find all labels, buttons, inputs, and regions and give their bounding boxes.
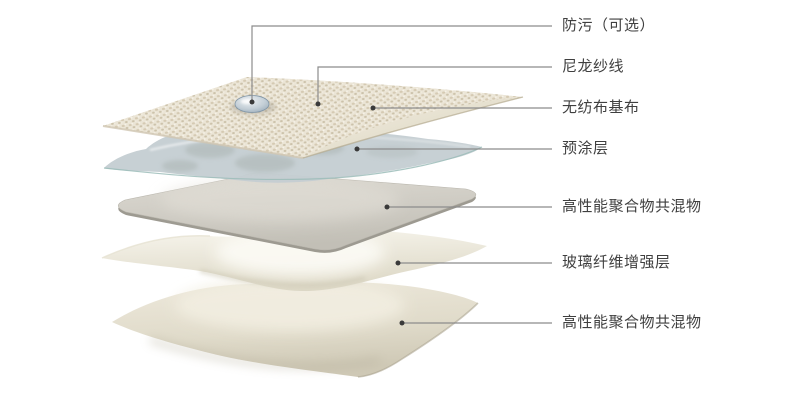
layer-label-antifouling: 防污（可选） xyxy=(562,17,656,34)
layer-label-nonwoven-base: 无纺布基布 xyxy=(562,99,640,116)
layer-label-glass-fiber: 玻璃纤维增强层 xyxy=(562,254,671,271)
leader-dots xyxy=(249,99,405,326)
layer-label-polymer-blend-top: 高性能聚合物共混物 xyxy=(562,198,702,215)
leader-antifouling xyxy=(251,25,552,102)
leader-lines xyxy=(251,25,552,324)
layer-label-nylon-yarn: 尼龙纱线 xyxy=(562,58,625,75)
layer-label-polymer-blend-bottom: 高性能聚合物共混物 xyxy=(562,314,702,331)
leader-nylon-yarn xyxy=(317,66,552,104)
bottom-polymer-sheet-graphic xyxy=(112,279,479,378)
layer-label-precoat: 预涂层 xyxy=(562,140,609,157)
carpet-surface-graphic xyxy=(102,77,524,159)
